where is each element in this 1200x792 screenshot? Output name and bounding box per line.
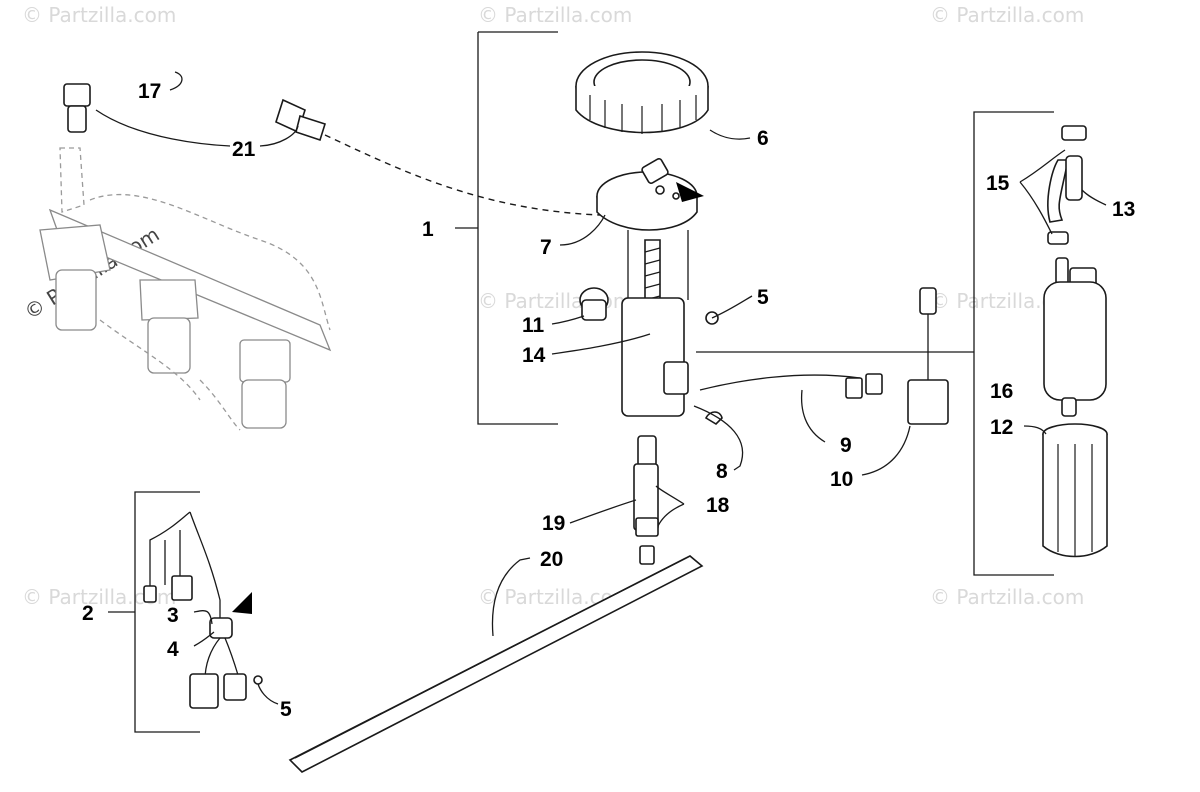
black-triangle-arrow-icon (232, 592, 252, 614)
callout-5: 5 (280, 698, 292, 721)
watermark: © Partzilla.com (930, 585, 1084, 609)
callout-1: 1 (422, 218, 434, 241)
callout-16: 16 (990, 380, 1013, 403)
clip-8 (704, 411, 723, 426)
callout-8: 8 (716, 460, 728, 483)
callout-21: 21 (232, 138, 256, 161)
pump-flange-7 (596, 158, 704, 231)
hose-clamp-21 (63, 83, 91, 107)
callout-labels: 1 2 3 4 5 5 6 7 8 9 10 11 12 13 14 15 16… (82, 80, 1135, 721)
pump-module-body (621, 230, 689, 417)
clamp-18 (635, 517, 659, 537)
callout-2: 2 (82, 602, 94, 625)
pump-group-bracket (696, 111, 1054, 576)
watermark: © Partzilla.com (22, 3, 176, 27)
jumper-hose-13 (1047, 125, 1087, 245)
callout-18: 18 (706, 494, 730, 517)
hose-clamp-15 (1061, 125, 1087, 141)
callout-12: 12 (990, 416, 1013, 439)
strainer-12 (1042, 423, 1108, 558)
fuel-pump-16 (1043, 257, 1107, 417)
assembly-bracket-1 (455, 31, 558, 425)
fuel-rail-injectors (39, 147, 332, 431)
lock-ring-6 (575, 51, 709, 134)
wiring-harness-kit (143, 511, 263, 709)
callout-20: 20 (540, 548, 563, 571)
watermark: © Partzilla.com (930, 3, 1084, 27)
watermark: © Partzilla.com (478, 3, 632, 27)
harness-bracket-2 (108, 491, 200, 733)
hose-clamp-15 (1047, 231, 1069, 245)
callout-13: 13 (1112, 198, 1135, 221)
callout-11: 11 (522, 314, 545, 337)
watermark: © Partzilla.com (478, 289, 632, 313)
callout-14: 14 (522, 344, 546, 367)
wire-harness-9 (699, 373, 883, 399)
callout-6: 6 (757, 127, 769, 150)
callout-4: 4 (167, 638, 179, 661)
callout-3: 3 (167, 604, 179, 627)
callout-15: 15 (986, 172, 1010, 195)
hose-routing-line (324, 134, 601, 216)
pressure-regulator-11 (579, 287, 609, 321)
callout-5: 5 (757, 286, 769, 309)
connector-10 (907, 287, 949, 425)
callout-9: 9 (840, 434, 852, 457)
callout-17: 17 (138, 80, 161, 103)
black-triangle-arrow-icon (676, 182, 704, 202)
screw-5 (253, 675, 263, 685)
fuel-hose-17 (63, 39, 327, 142)
callout-10: 10 (830, 468, 853, 491)
callout-7: 7 (540, 236, 552, 259)
connector-3 (171, 575, 193, 601)
callout-19: 19 (542, 512, 565, 535)
grommet-4 (209, 617, 233, 639)
filter-stem-19 (633, 435, 659, 565)
callout-leaders (95, 71, 1107, 705)
